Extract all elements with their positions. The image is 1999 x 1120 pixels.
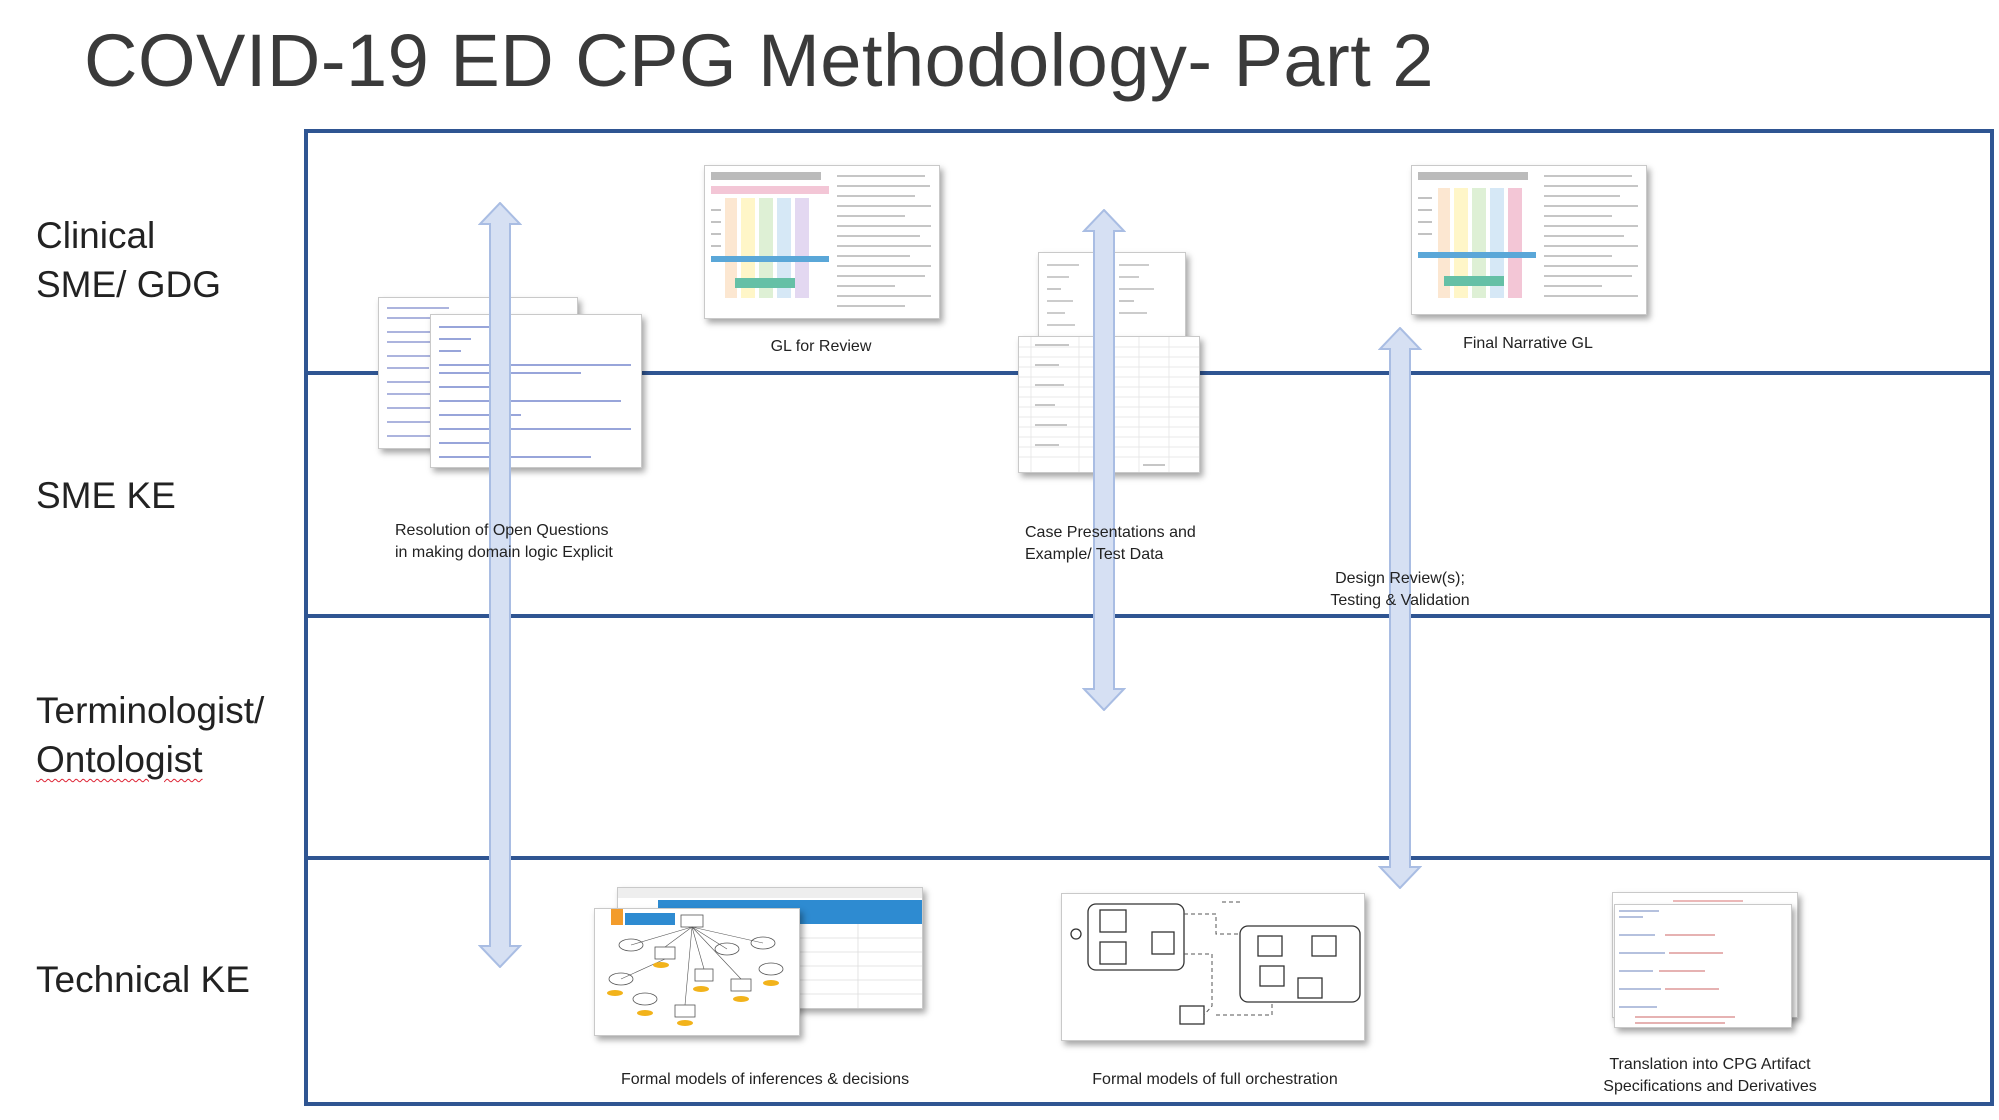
caption-line: in making domain logic Explicit <box>395 544 613 561</box>
lane-label-line: SME/ GDG <box>36 264 222 305</box>
caption-case-presentations: Case Presentations and Example/ Test Dat… <box>1025 522 1196 566</box>
caption-line: Specifications and Derivatives <box>1603 1078 1817 1095</box>
caption-line: Resolution of Open Questions <box>395 522 609 539</box>
caption-final-narrative-gl: Final Narrative GL <box>1463 335 1593 352</box>
lane-label-line: Technical KE <box>36 959 250 1000</box>
caption-line: Design Review(s); <box>1335 570 1465 587</box>
lane-label-line: Ontologist <box>36 739 203 780</box>
double-arrow-design-review <box>1378 327 1422 889</box>
lane-divider <box>304 856 1994 860</box>
caption-formal-models-inferences: Formal models of inferences & decisions <box>620 1071 910 1088</box>
caption-line: Testing & Validation <box>1330 592 1470 609</box>
lane-label-technical-ke: Technical KE <box>36 955 250 1004</box>
caption-line: Translation into CPG Artifact <box>1609 1056 1811 1073</box>
lane-divider <box>304 614 1994 618</box>
decision-model <box>594 908 800 1036</box>
page-title: COVID-19 ED CPG Methodology- Part 2 <box>84 19 1435 102</box>
double-arrow-open-questions <box>478 202 522 968</box>
lane-label-line: SME KE <box>36 475 176 516</box>
lane-label-terminologist: Terminologist/ Ontologist <box>36 686 264 784</box>
cpg-artifact-code <box>1614 904 1792 1028</box>
orchestration-model <box>1061 893 1365 1041</box>
caption-line: Example/ Test Data <box>1025 546 1164 563</box>
caption-line: Case Presentations and <box>1025 524 1196 541</box>
lane-label-clinical-sme: Clinical SME/ GDG <box>36 211 221 309</box>
lane-label-line: Clinical <box>36 215 156 256</box>
open-questions-document <box>430 314 642 468</box>
final-narrative-gl-document <box>1411 165 1647 315</box>
caption-translation-cpg-artifact: Translation into CPG Artifact Specificat… <box>1580 1054 1840 1098</box>
double-arrow-case-presentations <box>1082 209 1126 711</box>
lane-label-line: Terminologist/ <box>36 690 265 731</box>
lane-label-sme-ke: SME KE <box>36 471 176 520</box>
caption-design-review: Design Review(s); Testing & Validation <box>1300 568 1500 612</box>
caption-gl-for-review: GL for Review <box>770 338 872 355</box>
caption-formal-models-orchestration: Formal models of full orchestration <box>1092 1071 1338 1088</box>
gl-review-document <box>704 165 940 319</box>
caption-resolution-open-questions: Resolution of Open Questions in making d… <box>395 520 613 564</box>
